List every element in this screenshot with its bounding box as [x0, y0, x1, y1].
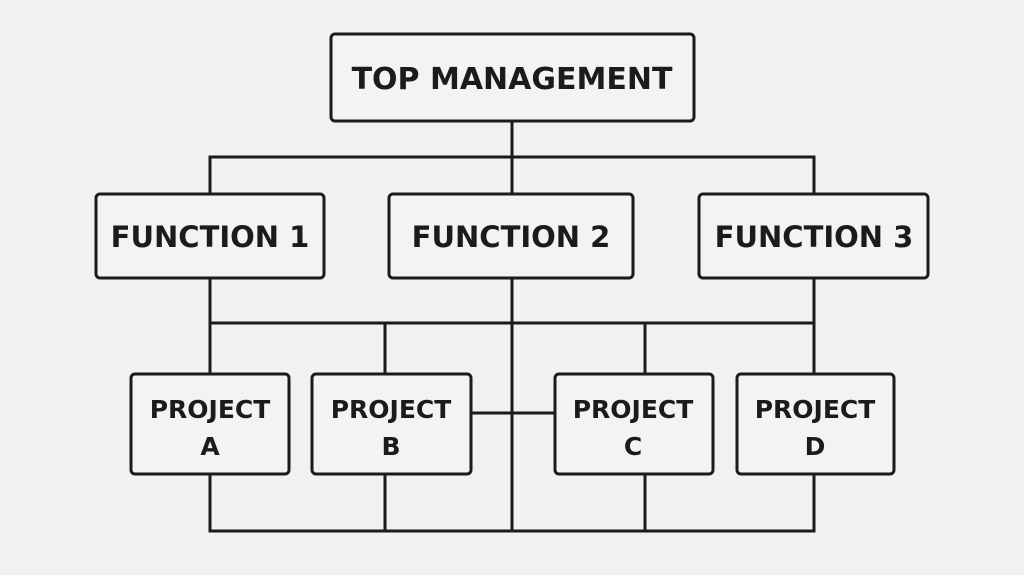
project-b-node: PROJECT B	[310, 372, 473, 476]
project-a-label-line1: PROJECT	[150, 395, 271, 424]
top-management-label: TOP MANAGEMENT	[352, 62, 673, 97]
project-c-box	[553, 372, 715, 476]
function-1-node: FUNCTION 1	[94, 192, 326, 280]
project-a-label-line2: A	[200, 432, 220, 461]
top-management-node: TOP MANAGEMENT	[329, 32, 696, 123]
project-c-node: PROJECT C	[553, 372, 715, 476]
project-b-label-line1: PROJECT	[331, 395, 452, 424]
connectors	[208, 119, 816, 533]
project-d-node: PROJECT D	[735, 372, 896, 476]
project-b-label-line2: B	[381, 432, 400, 461]
function-3-label: FUNCTION 3	[715, 220, 914, 254]
project-b-box	[310, 372, 473, 476]
function-3-box	[697, 192, 930, 280]
project-a-node: PROJECT A	[129, 372, 291, 476]
function-2-label: FUNCTION 2	[412, 220, 611, 254]
project-c-label-line2: C	[624, 432, 642, 461]
top-management-box	[329, 32, 696, 123]
function-1-box	[94, 192, 326, 280]
function-2-box	[387, 192, 635, 280]
project-d-box	[735, 372, 896, 476]
project-c-label-line1: PROJECT	[573, 395, 694, 424]
project-d-label-line1: PROJECT	[755, 395, 876, 424]
project-d-label-line2: D	[805, 432, 826, 461]
function-1-label: FUNCTION 1	[111, 220, 310, 254]
project-a-box	[129, 372, 291, 476]
function-2-node: FUNCTION 2	[387, 192, 635, 280]
function-3-node: FUNCTION 3	[697, 192, 930, 280]
